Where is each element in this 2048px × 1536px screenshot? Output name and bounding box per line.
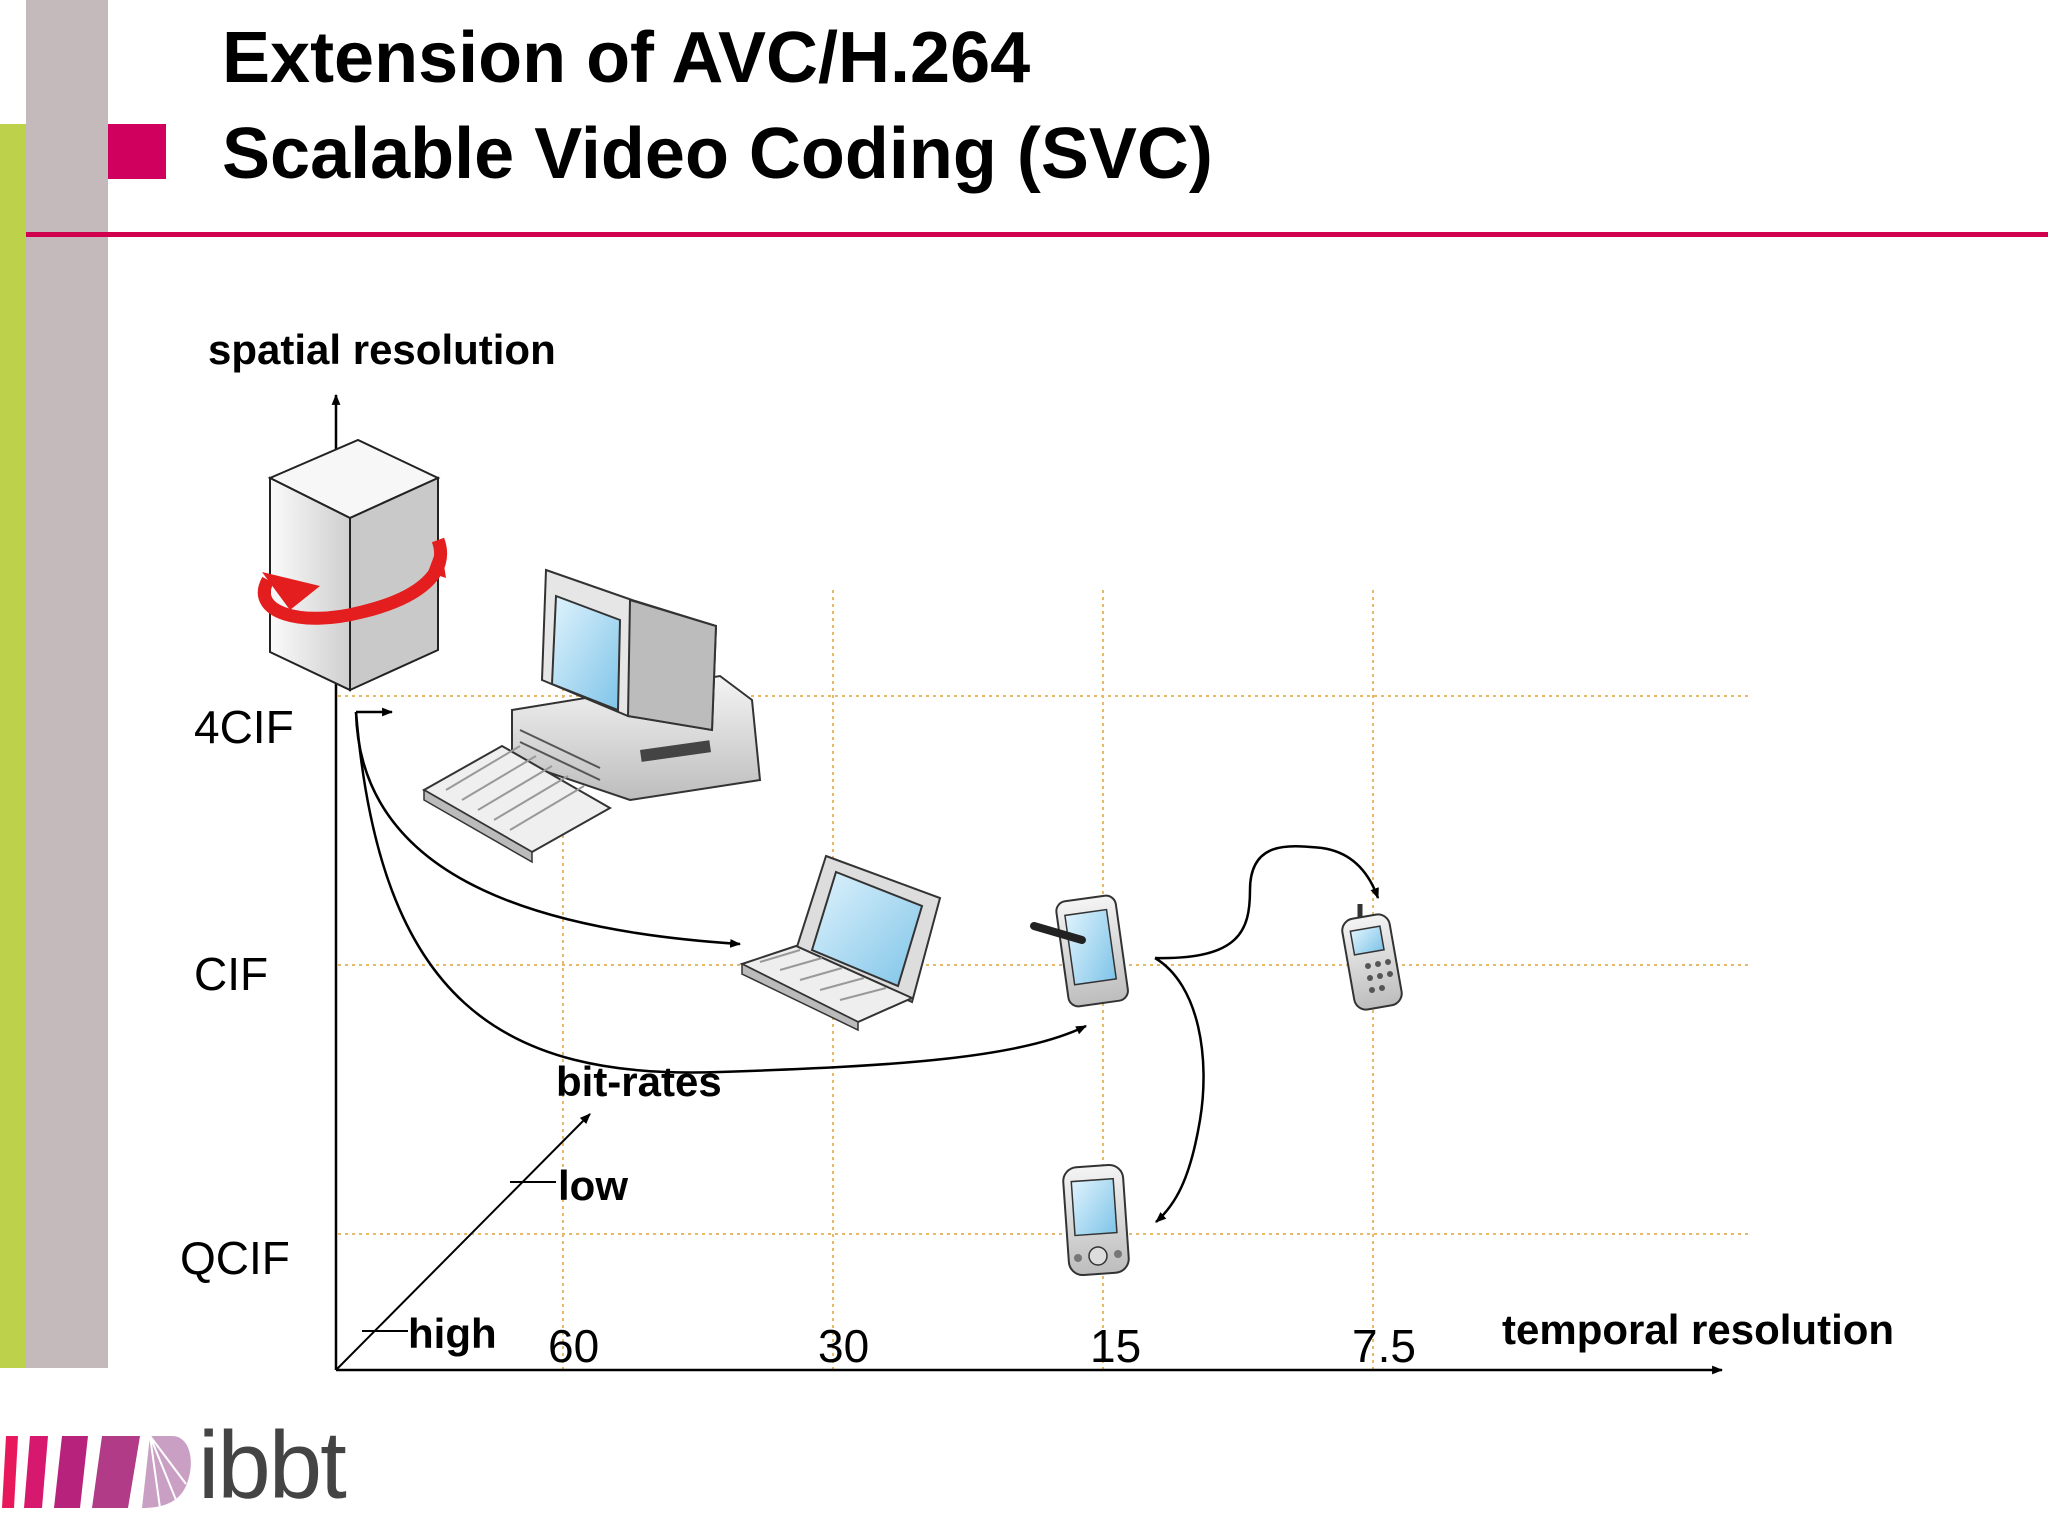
arrow-pda-to-handheld: [1154, 956, 1205, 1223]
grey-side-stripe: [26, 0, 108, 1368]
title-bullet: [108, 124, 166, 179]
desktop-pc-icon: [421, 568, 762, 864]
green-side-stripe: [0, 124, 26, 1368]
title-line-2: Scalable Video Coding (SVC): [222, 114, 1213, 194]
handheld-icon: [1062, 1163, 1130, 1277]
x-tick-7-5: 7.5: [1352, 1320, 1416, 1372]
mobile-phone-icon: [1341, 904, 1403, 1011]
z-tick-low-label: low: [558, 1162, 628, 1209]
z-axis: [335, 1113, 591, 1371]
y-tick-cif: CIF: [194, 948, 268, 1000]
arrow-pda-to-phone: [1154, 845, 1380, 960]
laptop-icon: [739, 854, 942, 1032]
x-tick-60: 60: [548, 1320, 599, 1372]
y-tick-4cif: 4CIF: [194, 701, 294, 753]
z-tick-high-label: high: [408, 1310, 497, 1357]
z-axis-label: bit-rates: [556, 1058, 722, 1105]
x-tick-15: 15: [1090, 1320, 1141, 1372]
x-tick-30: 30: [818, 1320, 869, 1372]
flow-arrows: [354, 707, 1380, 1223]
title-rule: [26, 232, 2048, 237]
y-axis-label: spatial resolution: [208, 326, 556, 373]
title-line-1: Extension of AVC/H.264: [222, 18, 1031, 98]
y-tick-qcif: QCIF: [180, 1232, 290, 1284]
grid-lines: [338, 590, 1750, 1370]
arrow-to-laptop: [354, 711, 742, 948]
x-axis-label: temporal resolution: [1502, 1306, 1894, 1353]
pda-icon: [1030, 894, 1129, 1008]
arrow-to-pda: [354, 711, 1087, 1074]
server-icon: [257, 438, 448, 692]
ibbt-logo-mark: [2, 1435, 191, 1509]
ibbt-logo-text: ibbt: [198, 1412, 347, 1519]
